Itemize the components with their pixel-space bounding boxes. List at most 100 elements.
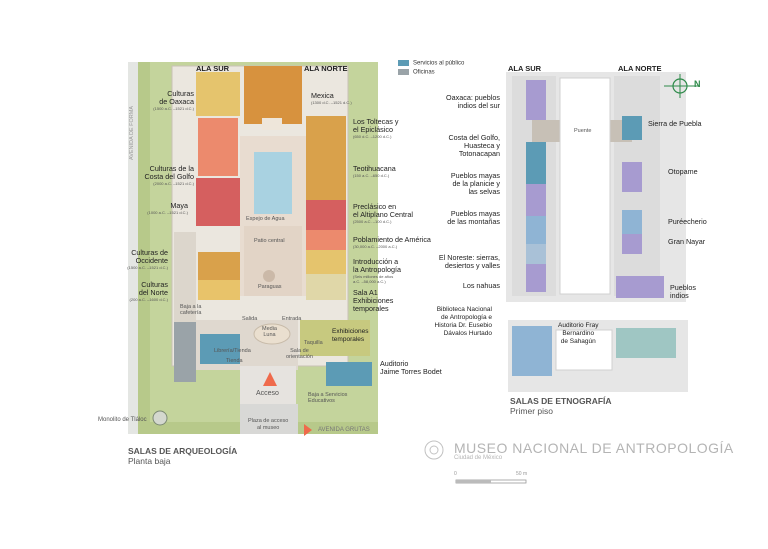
fp-oaxaca	[526, 80, 546, 120]
label-tienda: Tienda	[226, 358, 243, 364]
label-culturas-oaxaca: Culturas de Oaxaca(1500 a.C. –1521 d.C.)	[153, 89, 194, 112]
street-band	[128, 62, 138, 434]
label-poblamiento: Poblamiento de América(30,000 a.C. –2000…	[353, 235, 431, 250]
label-acceso: Acceso	[256, 390, 279, 397]
compass-label: N	[694, 79, 701, 89]
label-espejo-agua: Espejo de Agua	[246, 216, 285, 222]
caves-marker-icon	[304, 424, 312, 436]
museum-logo-icon	[424, 440, 444, 460]
museum-brand-sub: Ciudad de México	[454, 455, 503, 461]
room-sala-a1	[306, 274, 346, 300]
label-norte: Culturas del Norte(200 a.C. –1600 d.C.)	[129, 280, 168, 303]
fp-pureecherio	[622, 210, 642, 234]
fp-header-ala-sur: ALA SUR	[508, 64, 542, 73]
room-occidente	[198, 252, 240, 280]
fp-label-auditorio-sahagun: Auditorio Fray Bernardino de Sahagún	[558, 322, 599, 345]
label-paraguas: Paraguas	[258, 284, 282, 290]
biblioteca	[512, 326, 552, 376]
header-ala-norte: ALA NORTE	[304, 64, 348, 73]
fp-golfo	[526, 142, 546, 184]
bookstore-area	[200, 334, 240, 364]
label-costa-golfo: Culturas de la Costa del Golfo(2000 a.C.…	[144, 164, 194, 187]
label-maya: Maya(1000 a.C. –1521 d.C.)	[147, 201, 188, 216]
label-plaza-acceso: Plaza de acceso al museo	[248, 418, 289, 431]
label-servicios-educativos: Baja a Servicios Educativos	[308, 392, 348, 404]
room-golfo	[198, 118, 238, 176]
fp-header-ala-norte: ALA NORTE	[618, 64, 662, 73]
lower-courtyard	[555, 329, 613, 371]
room-toltecas	[306, 116, 346, 152]
label-avenida-grutas: AVENIDA GRUTAS	[318, 427, 370, 433]
monolito-tlaloc	[152, 410, 168, 426]
label-cafeteria: Baja a la cafetería	[180, 304, 202, 316]
label-libreria: Librería/Tienda	[214, 348, 251, 354]
fp-label-biblioteca: Biblioteca Nacional de Antropología e Hi…	[434, 306, 492, 337]
fp-gran-nayar	[622, 234, 642, 254]
south-offices	[174, 322, 196, 382]
label-introduccion: Introducción a la Antropología(Seis mill…	[353, 257, 401, 285]
fp-label-oaxaca: Oaxaca: pueblos indios del sur	[446, 93, 500, 110]
room-norte	[198, 280, 240, 300]
label-exhibiciones-temporales: Exhibiciones temporales	[332, 328, 369, 343]
label-preclasico: Preclásico en el Altiplano Central(2500 …	[353, 202, 413, 225]
patio-floor	[244, 226, 302, 296]
fp-otopame	[622, 162, 642, 192]
exhibitions-area	[300, 320, 370, 356]
museum-brand: MUSEO NACIONAL DE ANTROPOLOGÍA	[454, 440, 734, 456]
south-service	[174, 232, 196, 322]
label-salida: Salida	[242, 316, 258, 322]
auditorio-sahagun	[616, 328, 676, 358]
legend-swatch	[398, 60, 409, 66]
label-sala-a1: Sala A1 Exhibiciones temporales	[353, 288, 394, 313]
fp-sierra-puebla	[622, 116, 642, 140]
fp-label-pueblos-indios: Pueblos indios	[670, 283, 696, 300]
mexica-inner	[262, 118, 282, 130]
fp-label-gran-nayar: Gran Nayar	[668, 237, 706, 246]
fp-mayas-planicie	[526, 184, 546, 216]
label-entrada: Entrada	[282, 316, 302, 322]
label-toltecas: Los Toltecas y el Epiclásico(650 d.C. –1…	[353, 117, 399, 140]
label-monolito-tlaloc: Monolito de Tláloc	[98, 417, 147, 423]
scale-start: 0	[454, 471, 457, 477]
label-teotihuacana: Teotihuacana(150 a.C. –650 d.C.)	[353, 164, 396, 179]
street-label: AVENIDA DE FORMA	[129, 106, 135, 160]
label-patio-central: Patio central	[254, 238, 285, 244]
legend-swatch	[398, 68, 409, 75]
paraguas-column	[263, 270, 275, 282]
scale-end: 50 m	[516, 471, 528, 477]
fp-label-golfo: Costa del Golfo, Huasteca y Totonacapan	[448, 133, 500, 158]
label-taquilla: Taquilla	[304, 340, 323, 346]
fp-label-mayas-planicie: Pueblos mayas de la planicie y las selva…	[450, 171, 500, 196]
fp-label-mayas-montanas: Pueblos mayas de las montañas	[447, 209, 500, 226]
label-media-luna: Media Luna	[262, 326, 277, 338]
fp-label-pureecherio: Puréecherio	[668, 217, 707, 226]
header-ala-sur: ALA SUR	[196, 64, 230, 73]
room-maya	[196, 178, 240, 226]
fp-label-otopame: Otopame	[668, 167, 698, 176]
room-teotihuacana	[306, 152, 346, 200]
room-preclasico	[306, 200, 346, 230]
media-luna	[253, 323, 291, 345]
espejo-de-agua	[254, 152, 292, 214]
room-introduccion	[306, 250, 346, 274]
fp-noreste	[526, 244, 546, 264]
label-auditorio-bodet: Auditorio Jaime Torres Bodet	[380, 359, 442, 376]
auditorio-bodet	[326, 362, 372, 386]
access-marker-icon	[263, 372, 277, 386]
legend-item-offices: Oficinas	[398, 68, 464, 75]
patio-void	[559, 77, 611, 295]
label-occidente: Culturas de Occidente(1500 a.C. –1521 d.…	[127, 248, 168, 271]
fp-label-nahuas: Los nahuas	[462, 281, 500, 290]
fp-nahuas	[526, 264, 546, 292]
fp-label-sierra-puebla: Sierra de Puebla	[648, 119, 702, 128]
label-orientacion: Sala de orientación	[286, 348, 313, 360]
fp-label-noreste: El Noreste: sierras, desiertos y valles	[438, 253, 500, 270]
legend-item-services: Servicios al público	[398, 60, 464, 67]
fp-mayas-montanas	[526, 216, 546, 244]
label-mexica: Mexica(1300 d.C. –1521 d.C.)	[311, 91, 352, 106]
fp-pueblos-indios	[616, 276, 664, 298]
label-puente: Puente	[574, 128, 592, 134]
